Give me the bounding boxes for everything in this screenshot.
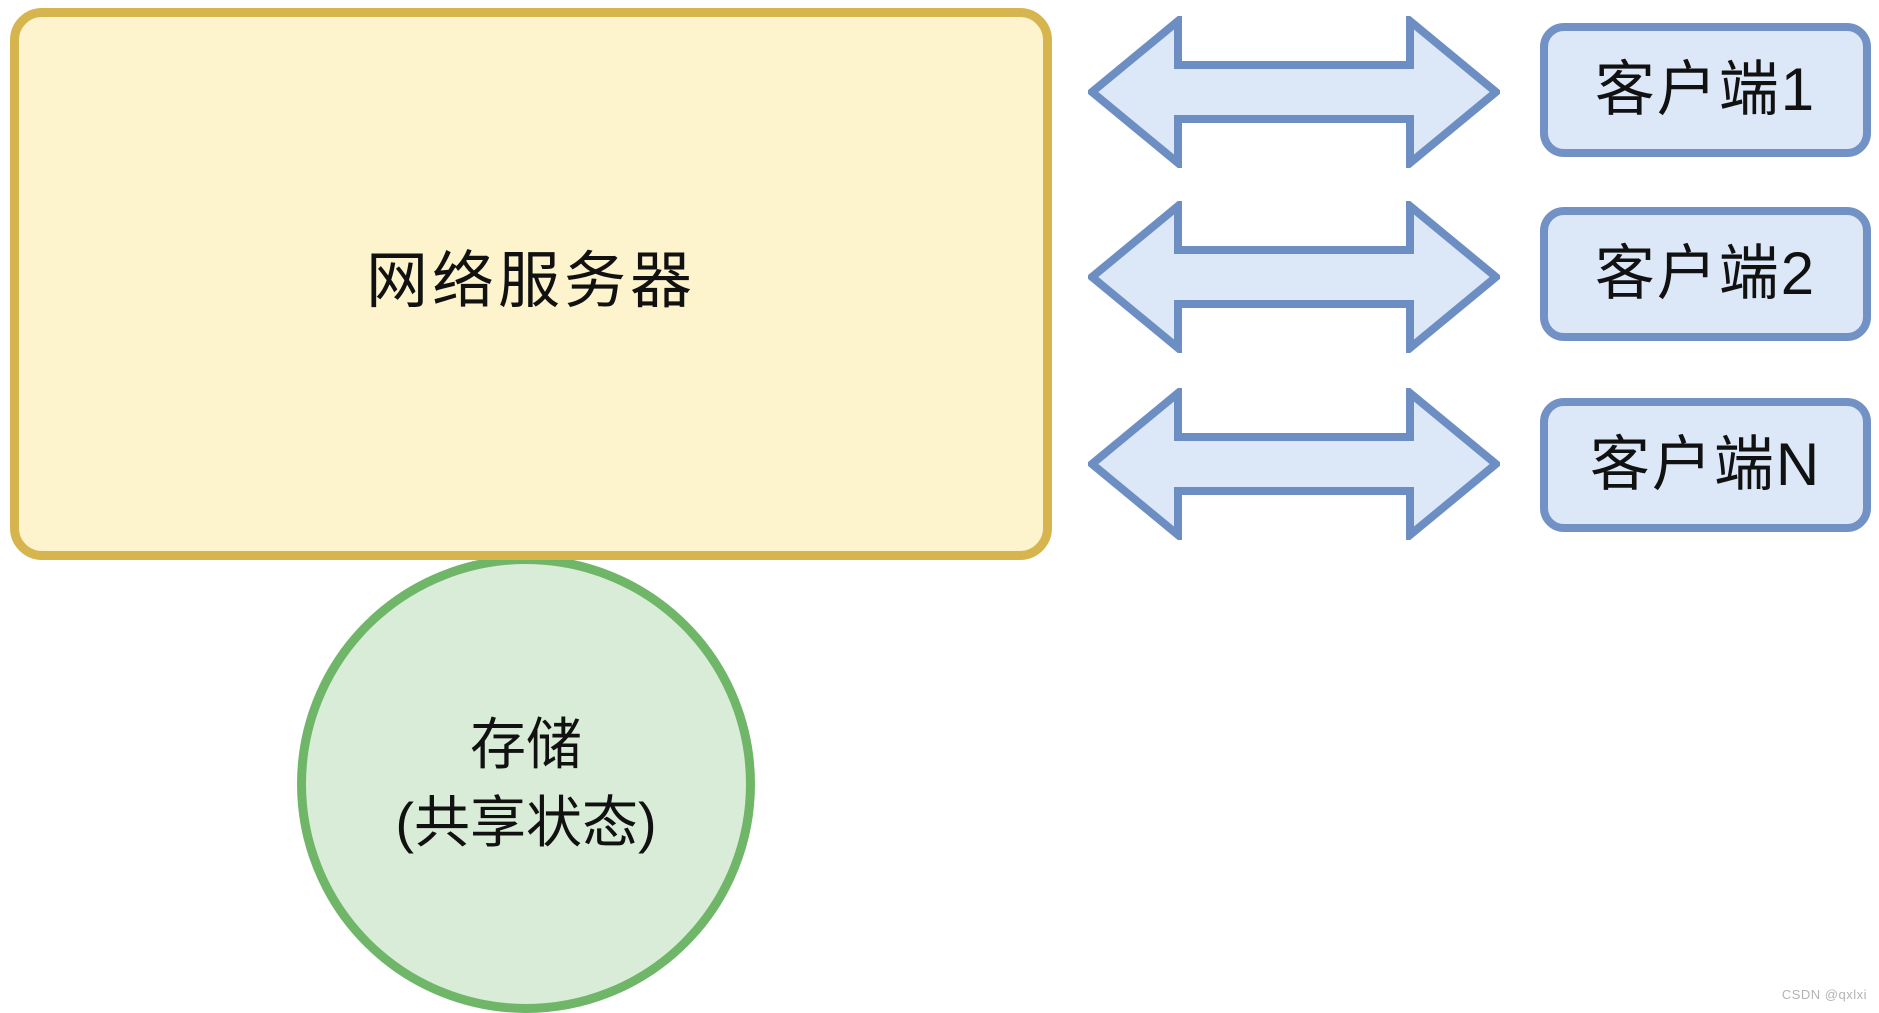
- client-label-n: 客户端N: [1589, 431, 1822, 498]
- storage-node: 存储 (共享状态): [297, 555, 755, 1013]
- bidirectional-arrow-3: [1088, 388, 1500, 540]
- server-label: 网络服务器: [365, 247, 696, 316]
- storage-label-line1: 存储: [470, 713, 582, 776]
- client-label-2: 客户端2: [1594, 240, 1817, 307]
- client-node-n: 客户端N: [1540, 398, 1871, 532]
- storage-label-line2: (共享状态): [395, 791, 657, 854]
- client-node-1: 客户端1: [1540, 23, 1871, 157]
- bidirectional-arrow-1: [1088, 16, 1500, 168]
- watermark: CSDN @qxlxi: [1781, 987, 1867, 1002]
- client-label-1: 客户端1: [1594, 56, 1817, 123]
- bidirectional-arrow-2: [1088, 201, 1500, 353]
- client-node-2: 客户端2: [1540, 207, 1871, 341]
- server-node: 网络服务器: [10, 8, 1052, 560]
